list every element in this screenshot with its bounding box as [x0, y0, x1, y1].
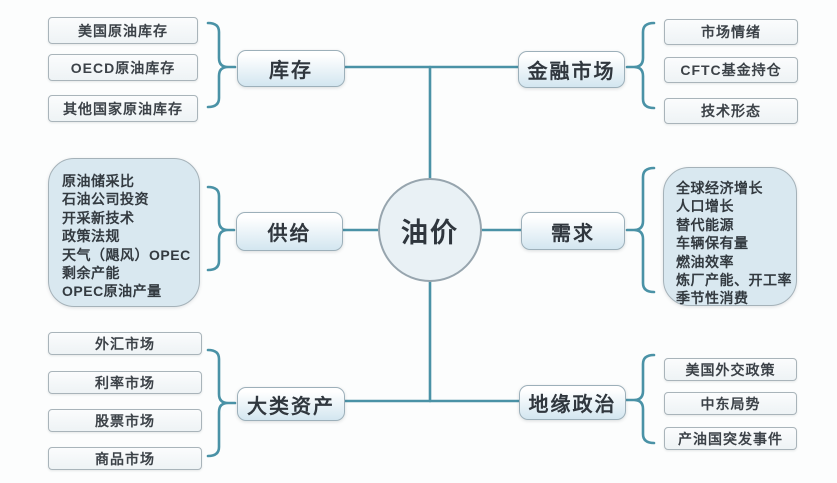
brace-demand — [625, 166, 656, 294]
node-financial-markets: 金融市场 — [518, 51, 625, 88]
item-cftc-fund-positions: CFTC基金持仓 — [664, 57, 798, 83]
item-oil-producer-emergencies: 产油国突发事件 — [664, 427, 797, 450]
item-technical-patterns: 技术形态 — [664, 98, 798, 124]
brace-inventory — [206, 21, 237, 109]
supply-factor: OPEC原油产量 — [62, 283, 162, 300]
item-us-crude-inventory: 美国原油库存 — [48, 17, 198, 44]
node-demand: 需求 — [521, 212, 625, 250]
demand-factor: 炼厂产能、开工率 — [676, 272, 792, 289]
item-interest-rate-market: 利率市场 — [48, 371, 202, 394]
item-market-sentiment: 市场情绪 — [664, 19, 798, 45]
demand-factor: 燃油效率 — [676, 253, 734, 270]
brace-supply — [206, 185, 236, 272]
supply-factor: 剩余产能 — [62, 265, 120, 282]
demand-factor-list: 全球经济增长 人口增长 替代能源 车辆保有量 燃油效率 炼厂产能、开工率 季节性… — [663, 167, 797, 306]
item-commodity-market: 商品市场 — [48, 447, 202, 470]
item-fx-market: 外汇市场 — [48, 332, 202, 355]
supply-factor: 政策法规 — [62, 228, 120, 245]
node-asset-classes: 大类资产 — [237, 387, 345, 421]
demand-factor: 全球经济增长 — [676, 180, 763, 196]
demand-factor: 人口增长 — [676, 198, 734, 215]
brace-geopolitics — [624, 353, 656, 445]
supply-factor: 原油储采比 — [62, 173, 135, 189]
supply-factor: 开采新技术 — [62, 209, 135, 226]
item-middle-east-situation: 中东局势 — [664, 392, 797, 415]
node-geopolitics: 地缘政治 — [519, 385, 626, 420]
demand-factor: 车辆保有量 — [676, 235, 749, 252]
center-node-oil-price: 油价 — [378, 178, 482, 282]
demand-factor: 季节性消费 — [676, 290, 749, 307]
item-other-countries-inventory: 其他国家原油库存 — [48, 95, 198, 122]
node-inventory: 库存 — [237, 50, 345, 87]
supply-factor: 天气（飓风）OPEC — [62, 246, 191, 263]
supply-factor-list: 原油储采比 石油公司投资 开采新技术 政策法规 天气（飓风）OPEC 剩余产能 … — [48, 158, 200, 307]
brace-assets — [206, 348, 237, 458]
brace-financial — [625, 21, 656, 110]
supply-factor: 石油公司投资 — [62, 191, 149, 208]
item-oecd-crude-inventory: OECD原油库存 — [48, 54, 198, 81]
item-stock-market: 股票市场 — [48, 409, 202, 432]
demand-factor: 替代能源 — [676, 216, 734, 233]
item-us-foreign-policy: 美国外交政策 — [664, 358, 797, 381]
node-supply: 供给 — [236, 212, 343, 251]
